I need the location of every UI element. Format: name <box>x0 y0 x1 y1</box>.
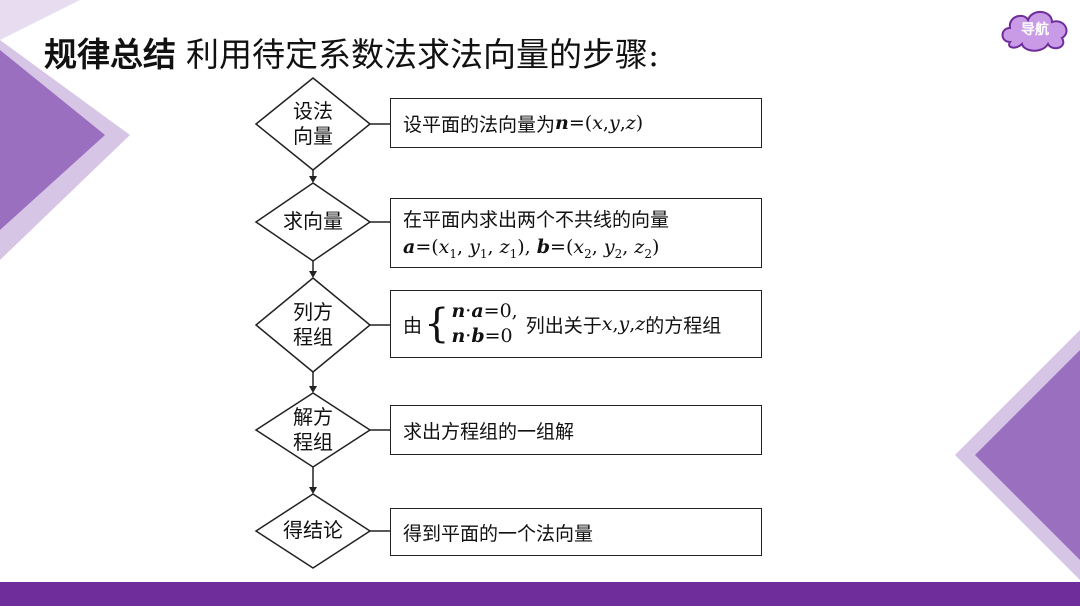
diamond-4-label: 解方 程组 <box>293 405 333 454</box>
step-box-2: 在平面内求出两个不共线的向量 a=(x1, y1, z1), b=(x2, y2… <box>390 198 762 268</box>
page-title: 规律总结利用待定系数法求法向量的步骤: <box>44 28 659 76</box>
step-box-5: 得到平面的一个法向量 <box>390 508 762 556</box>
bottom-bar <box>0 582 1080 606</box>
diamond-3-label: 列方 程组 <box>293 300 333 349</box>
diamond-2-label: 求向量 <box>283 209 343 233</box>
title-text: 利用待定系数法求法向量的步骤: <box>186 35 660 74</box>
diamond-1-label: 设法 向量 <box>293 99 333 148</box>
diamond-5 <box>254 493 372 569</box>
diamond-5-label: 得结论 <box>283 518 343 542</box>
nav-button[interactable]: 导航 <box>996 4 1074 54</box>
step-box-4: 求出方程组的一组解 <box>390 405 762 455</box>
cloud-icon <box>1001 11 1068 52</box>
title-emphasis: 规律总结 <box>44 35 176 74</box>
nav-button-label: 导航 <box>1021 22 1049 38</box>
